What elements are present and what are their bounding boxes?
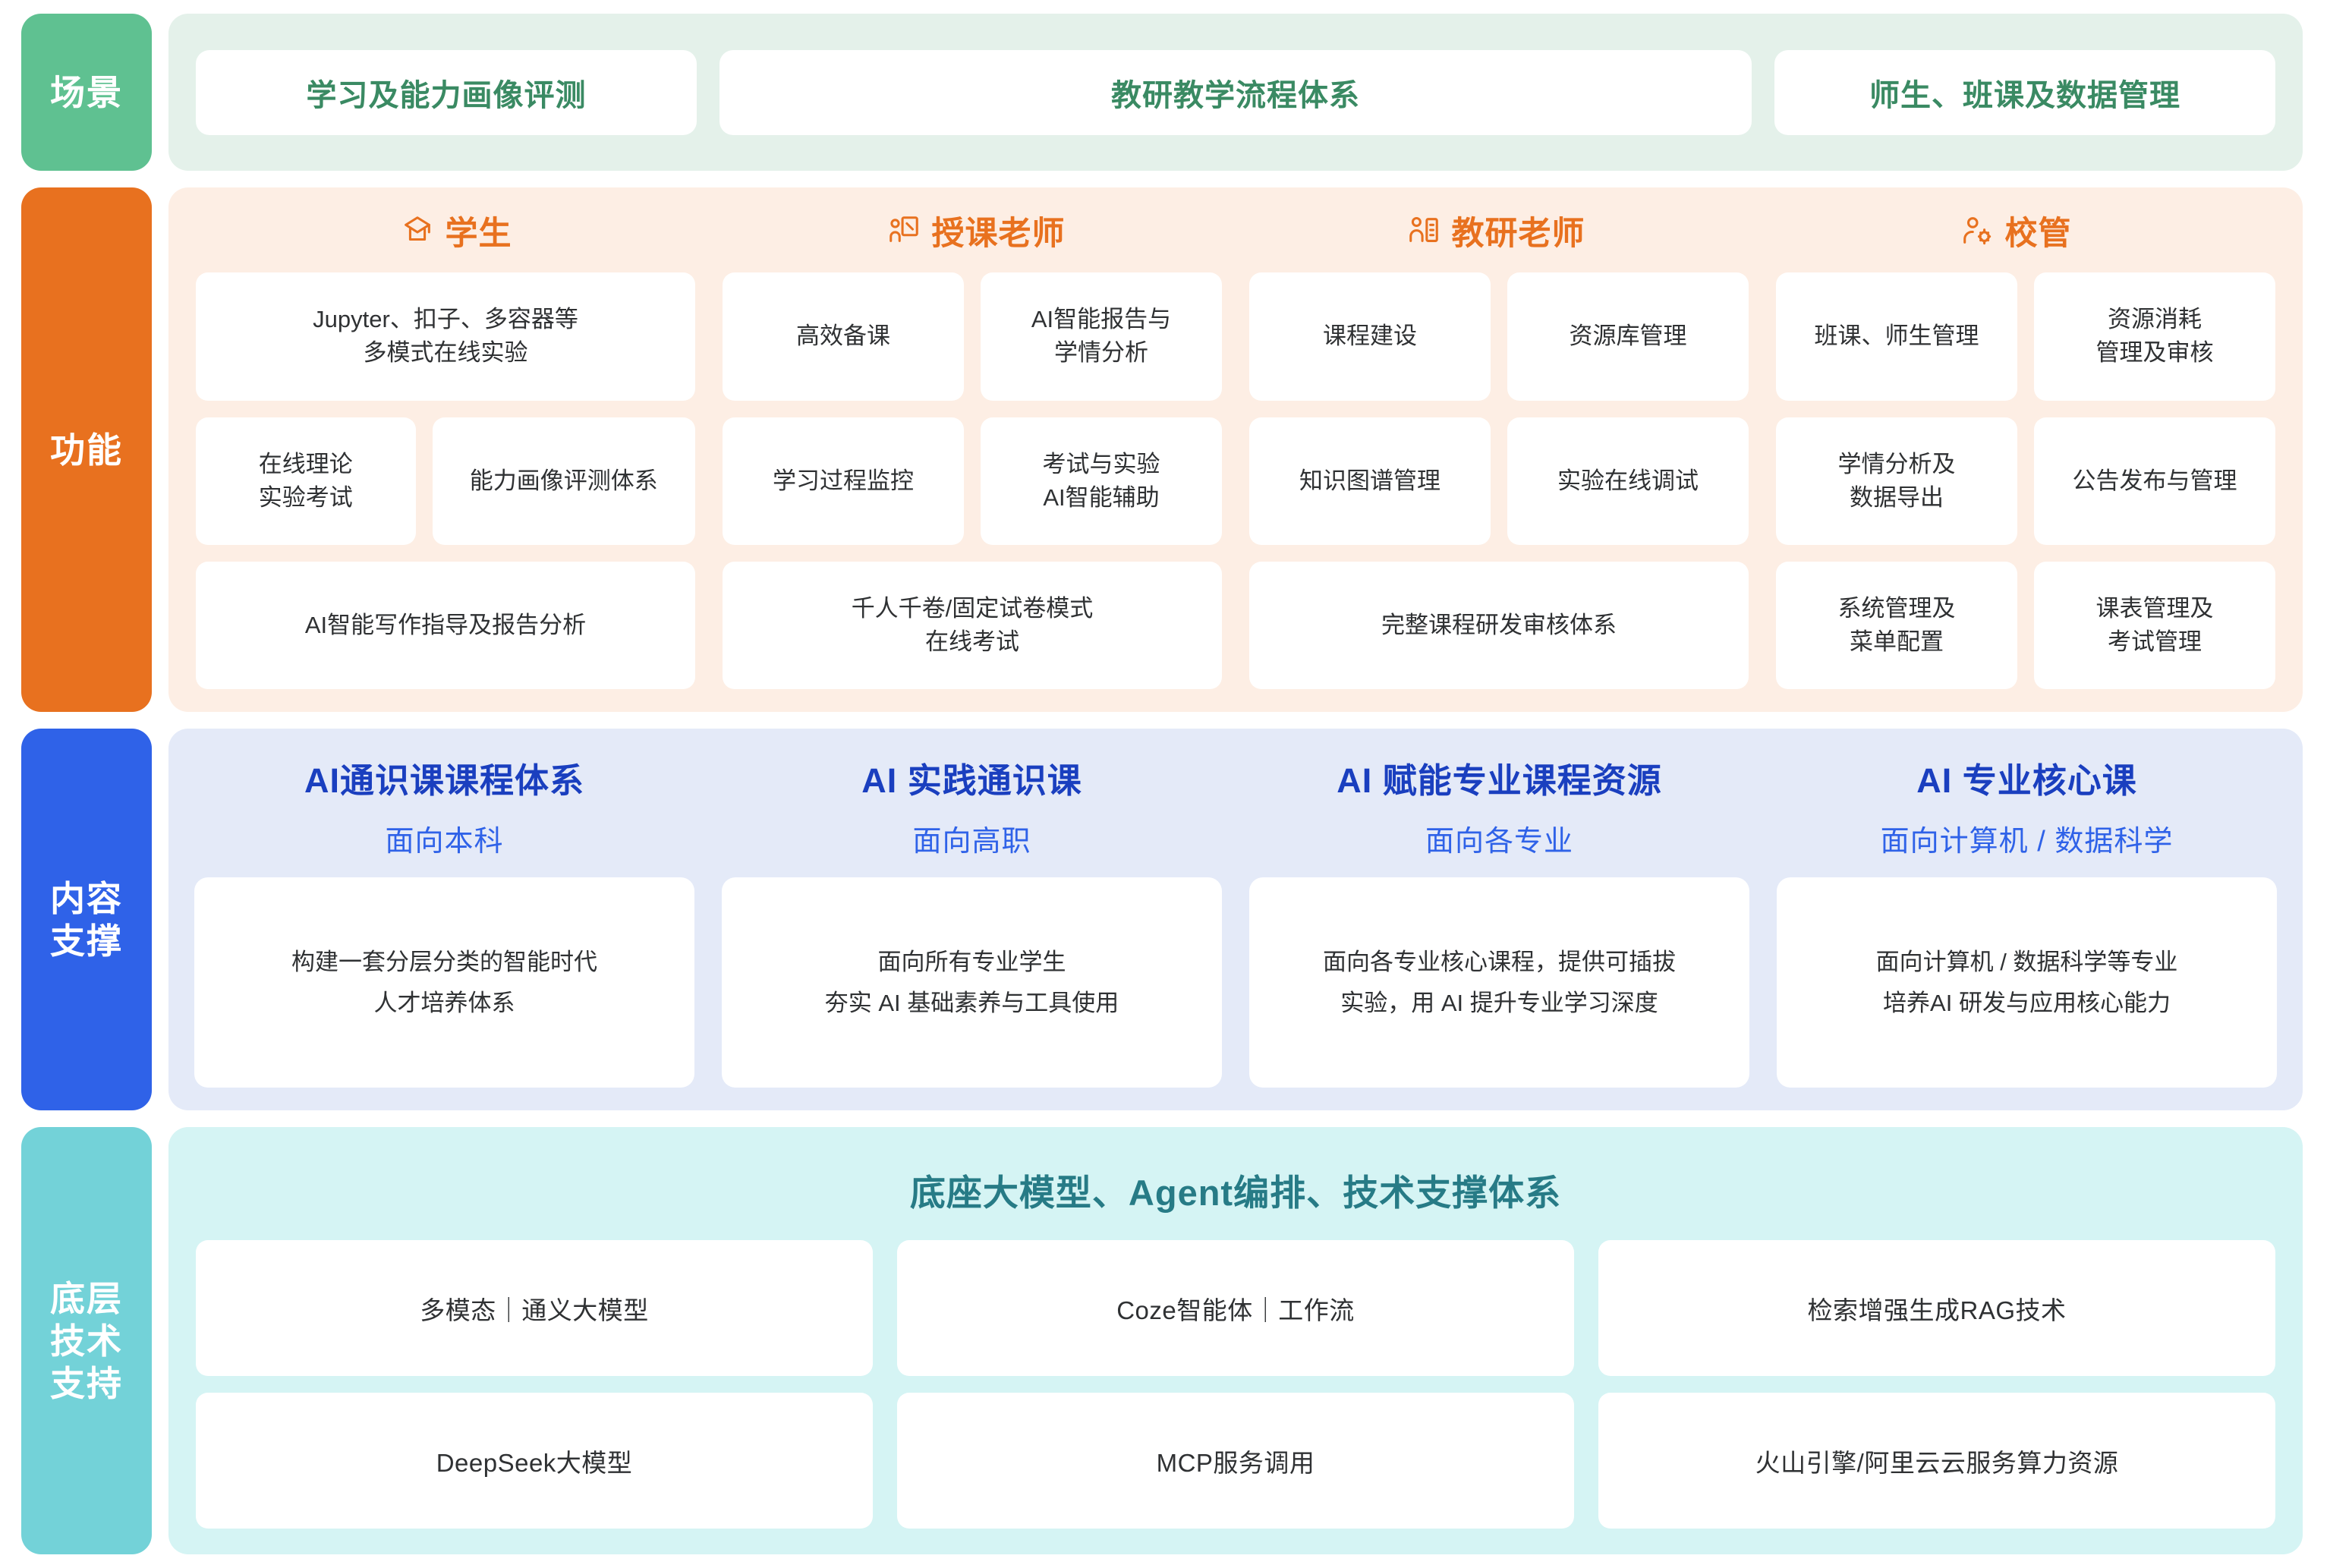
function-row: 班课、师生管理 资源消耗 管理及审核 [1776, 272, 2275, 401]
tech-grid: 多模态｜通义大模型 Coze智能体｜工作流 检索增强生成RAG技术 DeepSe… [196, 1240, 2275, 1529]
tech-body: 底座大模型、Agent编排、技术支撑体系 多模态｜通义大模型 Coze智能体｜工… [168, 1127, 2303, 1554]
content-title: AI 专业核心课 [1916, 761, 2137, 801]
rail-label-function: 功能 [21, 187, 152, 713]
content-subtitle: 面向计算机 / 数据科学 [1880, 826, 2174, 858]
tech-cell[interactable]: 多模态｜通义大模型 [196, 1240, 873, 1377]
content-subtitle: 面向本科 [385, 826, 504, 858]
function-cell[interactable]: 公告发布与管理 [2034, 417, 2275, 545]
function-cell[interactable]: 课程建设 [1249, 272, 1491, 401]
content-column: AI通识课课程体系 面向本科 构建一套分层分类的智能时代 人才培养体系 [194, 748, 694, 1088]
function-cell[interactable]: 实验在线调试 [1507, 417, 1749, 545]
rail-label-scene: 场景 [21, 14, 152, 172]
function-cell[interactable]: 学情分析及 数据导出 [1776, 417, 2017, 545]
function-row: AI智能写作指导及报告分析 [196, 561, 695, 690]
content-description-card[interactable]: 构建一套分层分类的智能时代 人才培养体系 [194, 877, 694, 1088]
function-row: 完整课程研发审核体系 [1249, 561, 1749, 690]
content-column: AI 实践通识课 面向高职 面向所有专业学生 夯实 AI 基础素养与工具使用 [722, 748, 1222, 1088]
content-title: AI 实践通识课 [861, 761, 1082, 801]
function-cell[interactable]: 能力画像评测体系 [432, 417, 695, 545]
graduation-cap-icon [400, 213, 435, 248]
tech-cell[interactable]: MCP服务调用 [897, 1393, 1574, 1529]
teacher-board-icon [886, 213, 921, 248]
content-description-card[interactable]: 面向计算机 / 数据科学等专业 培养AI 研发与应用核心能力 [1777, 877, 2277, 1088]
function-column-headers: 学生 授课老师 [196, 207, 2275, 254]
function-body: 学生 授课老师 [168, 187, 2303, 713]
function-cell[interactable]: 资源消耗 管理及审核 [2034, 272, 2275, 401]
function-header-label: 教研老师 [1451, 216, 1585, 253]
function-header-admin: 校管 [1755, 207, 2275, 254]
function-cell[interactable]: 高效备课 [723, 272, 964, 401]
function-header-label: 授课老师 [931, 216, 1066, 253]
scene-card-row: 学习及能力画像评测 教研教学流程体系 师生、班课及数据管理 [168, 14, 2303, 172]
function-cell[interactable]: 课表管理及 考试管理 [2034, 561, 2275, 690]
content-subtitle: 面向高职 [912, 826, 1031, 858]
tech-row: DeepSeek大模型 MCP服务调用 火山引擎/阿里云云服务算力资源 [196, 1393, 2275, 1529]
function-cell[interactable]: 完整课程研发审核体系 [1249, 561, 1749, 690]
scene-card-2[interactable]: 教研教学流程体系 [719, 49, 1752, 135]
content-title: AI通识课课程体系 [304, 761, 584, 801]
tech-row: 多模态｜通义大模型 Coze智能体｜工作流 检索增强生成RAG技术 [196, 1240, 2275, 1377]
content-description-card[interactable]: 面向各专业核心课程，提供可插拔 实验，用 AI 提升专业学习深度 [1249, 877, 1749, 1088]
function-header-researcher: 教研老师 [1236, 207, 1755, 254]
content-column: AI 赋能专业课程资源 面向各专业 面向各专业核心课程，提供可插拔 实验，用 A… [1249, 748, 1749, 1088]
function-cell[interactable]: Jupyter、扣子、多容器等 多模式在线实验 [196, 272, 695, 401]
function-cell[interactable]: 系统管理及 菜单配置 [1776, 561, 2017, 690]
content-band: 内容 支撑 AI通识课课程体系 面向本科 构建一套分层分类的智能时代 人才培养体… [21, 729, 2303, 1111]
function-column-researcher: 课程建设 资源库管理 知识图谱管理 实验在线调试 完整课程研发审核体系 [1249, 272, 1749, 690]
researcher-icon [1406, 213, 1441, 248]
content-body: AI通识课课程体系 面向本科 构建一套分层分类的智能时代 人才培养体系 AI 实… [168, 729, 2303, 1111]
function-cell[interactable]: AI智能报告与 学情分析 [981, 272, 1222, 401]
function-row: 学习过程监控 考试与实验 AI智能辅助 [723, 417, 1222, 545]
function-column-admin: 班课、师生管理 资源消耗 管理及审核 学情分析及 数据导出 公告发布与管理 系统… [1776, 272, 2275, 690]
tech-cell[interactable]: Coze智能体｜工作流 [897, 1240, 1574, 1377]
function-column-teacher: 高效备课 AI智能报告与 学情分析 学习过程监控 考试与实验 AI智能辅助 千人… [723, 272, 1222, 690]
function-header-label: 学生 [445, 216, 512, 253]
function-cell[interactable]: AI智能写作指导及报告分析 [196, 561, 695, 690]
function-header-label: 校管 [2004, 216, 2072, 253]
content-subtitle: 面向各专业 [1425, 826, 1573, 858]
content-title: AI 赋能专业课程资源 [1337, 761, 1662, 801]
function-row: 系统管理及 菜单配置 课表管理及 考试管理 [1776, 561, 2275, 690]
scene-card-1[interactable]: 学习及能力画像评测 [196, 49, 697, 135]
function-band: 功能 学生 [21, 187, 2303, 713]
tech-title: 底座大模型、Agent编排、技术支撑体系 [909, 1173, 1562, 1214]
function-row: 在线理论 实验考试 能力画像评测体系 [196, 417, 695, 545]
content-column: AI 专业核心课 面向计算机 / 数据科学 面向计算机 / 数据科学等专业 培养… [1777, 748, 2277, 1088]
scene-band: 场景 学习及能力画像评测 教研教学流程体系 师生、班课及数据管理 [21, 14, 2303, 172]
tech-cell[interactable]: DeepSeek大模型 [196, 1393, 873, 1529]
function-cell[interactable]: 学习过程监控 [723, 417, 964, 545]
scene-card-3[interactable]: 师生、班课及数据管理 [1774, 49, 2275, 135]
function-column-student: Jupyter、扣子、多容器等 多模式在线实验 在线理论 实验考试 能力画像评测… [196, 272, 695, 690]
content-columns: AI通识课课程体系 面向本科 构建一套分层分类的智能时代 人才培养体系 AI 实… [194, 748, 2277, 1088]
rail-label-content: 内容 支撑 [21, 729, 152, 1111]
function-row: 高效备课 AI智能报告与 学情分析 [723, 272, 1222, 401]
function-header-teacher: 授课老师 [716, 207, 1236, 254]
function-row: 知识图谱管理 实验在线调试 [1249, 417, 1749, 545]
rail-label-tech: 底层 技术 支持 [21, 1127, 152, 1554]
function-columns: Jupyter、扣子、多容器等 多模式在线实验 在线理论 实验考试 能力画像评测… [196, 272, 2275, 690]
tech-cell[interactable]: 检索增强生成RAG技术 [1598, 1240, 2275, 1377]
function-cell[interactable]: 在线理论 实验考试 [196, 417, 416, 545]
function-row: 课程建设 资源库管理 [1249, 272, 1749, 401]
function-row: 学情分析及 数据导出 公告发布与管理 [1776, 417, 2275, 545]
function-header-student: 学生 [196, 207, 716, 254]
tech-cell[interactable]: 火山引擎/阿里云云服务算力资源 [1598, 1393, 2275, 1529]
content-description-card[interactable]: 面向所有专业学生 夯实 AI 基础素养与工具使用 [722, 877, 1222, 1088]
function-cell[interactable]: 资源库管理 [1507, 272, 1749, 401]
function-row: 千人千卷/固定试卷模式 在线考试 [723, 561, 1222, 690]
function-cell[interactable]: 知识图谱管理 [1249, 417, 1491, 545]
function-cell[interactable]: 班课、师生管理 [1776, 272, 2017, 401]
function-cell[interactable]: 考试与实验 AI智能辅助 [981, 417, 1222, 545]
tech-band: 底层 技术 支持 底座大模型、Agent编排、技术支撑体系 多模态｜通义大模型 … [21, 1127, 2303, 1554]
admin-gear-icon [1960, 213, 1995, 248]
function-row: Jupyter、扣子、多容器等 多模式在线实验 [196, 272, 695, 401]
function-cell[interactable]: 千人千卷/固定试卷模式 在线考试 [723, 561, 1222, 690]
